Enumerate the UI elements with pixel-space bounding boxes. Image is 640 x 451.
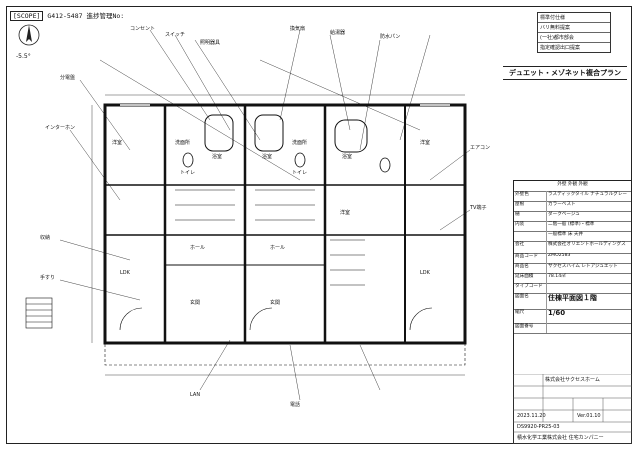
row-key: 外壁色 <box>514 191 547 201</box>
plan-title: デュエット・メゾネット複合プラン <box>503 66 627 80</box>
row-key: 商品コード <box>514 253 547 263</box>
title-block-header: 外壁 外観 外観 <box>514 181 631 192</box>
room-label: トイレ <box>292 170 308 176</box>
stamp-line: バリ無料提案 <box>538 23 610 33</box>
title-block-row: 会社株式会社オリエントホールディングス <box>514 241 631 254</box>
room-label: 洗面所 <box>175 140 191 146</box>
row-key: 図面番号 <box>514 323 547 333</box>
annotation-note: 給湯器 <box>330 30 346 36</box>
room-label: 洗面所 <box>292 140 308 146</box>
room-label: ホール <box>190 245 206 251</box>
room-label: 浴室 <box>262 154 273 160</box>
title-block-row: 樋ダークベージュ <box>514 211 631 222</box>
annotation-note: 照明器具 <box>200 40 221 46</box>
row-key: 縮尺 <box>514 309 547 323</box>
annotation-note: 電話 <box>290 402 301 408</box>
annotation-note: エアコン <box>470 145 491 151</box>
title-block-header-text: 外壁 外観 外観 <box>557 182 588 187</box>
stamp-line: 指定確認出口提案 <box>540 45 581 51</box>
drawing-number: G412-5487 <box>47 12 83 20</box>
room-label: 浴室 <box>342 154 353 160</box>
row-key: 商品名 <box>514 263 547 273</box>
title-block: 外壁 外観 外観 外壁色ラスティックタイル ナチュラルグレー 屋根カラーベスト … <box>513 180 632 444</box>
annotation-note: LAN <box>190 392 201 398</box>
row-key: 図面名 <box>514 293 547 309</box>
revision-table: 株式会社サクセスホーム 2023.11.20 Ver.01.10 DS9920-… <box>513 374 632 444</box>
row-value: 一般標準 床 天井 <box>548 232 584 237</box>
room-label: 玄関 <box>270 300 281 306</box>
row-value: ZMO2583 <box>548 253 571 258</box>
row-key: 樋 <box>514 211 547 221</box>
row-key: 内装 <box>514 221 547 231</box>
drawing-title: 住棟平面図１階 <box>548 294 597 302</box>
title-block-row: 図面名住棟平面図１階 <box>514 293 631 310</box>
annotation-note: 防水パン <box>380 34 401 40</box>
room-label: ホール <box>270 245 286 251</box>
row-value: ダークベージュ <box>548 212 580 217</box>
drawing-header: [SCOPE] G412-5487 進捗管理No: <box>10 10 125 21</box>
title-block-row: 外壁色ラスティックタイル ナチュラルグレー <box>514 191 631 202</box>
row-key: 会社 <box>514 241 547 253</box>
annotation-note: TV端子 <box>470 205 487 211</box>
drawing-scale: 1/60 <box>548 309 566 317</box>
row-key: 延床面積 <box>514 273 547 283</box>
row-key: 屋根 <box>514 201 547 211</box>
issue-date: 2023.11.20 <box>517 413 546 419</box>
row-key: タイプコード <box>514 283 547 293</box>
title-block-row: 一般標準 床 天井 <box>514 231 631 242</box>
management-label: 進捗管理No: <box>86 12 125 20</box>
title-block-row: 商品名サクセスハイム レトアジュエット <box>514 263 631 274</box>
north-angle-label: -5.5° <box>16 53 31 60</box>
room-label: トイレ <box>180 170 196 176</box>
title-block-row: 内装二階一般 (標準)・標準 <box>514 221 631 232</box>
room-label: LDK <box>120 270 130 276</box>
row-value: 二階一般 (標準)・標準 <box>548 222 595 227</box>
row-value: 株式会社オリエントホールディングス <box>548 242 626 247</box>
company-line: 株式会社サクセスホーム <box>545 377 600 383</box>
annotation-note: 収納 <box>40 235 51 241</box>
room-label: 洋室 <box>112 140 123 146</box>
version: Ver.01.10 <box>577 413 601 419</box>
stamp-box: 標準付仕様 バリ無料提案 (一社)都市部会 指定確認出口提案 <box>537 12 611 53</box>
row-value: カラーベスト <box>548 202 576 207</box>
row-key <box>514 231 547 241</box>
annotation-note: 分電盤 <box>60 75 76 81</box>
row-value: ラスティックタイル ナチュラルグレー <box>548 192 628 197</box>
outer-wall <box>103 103 467 345</box>
room-label: 洋室 <box>340 210 351 216</box>
document-code: DS9920-PR25-03 <box>517 424 560 430</box>
room-label: LDK <box>420 270 430 276</box>
north-arrow-icon <box>18 24 40 46</box>
title-block-row: タイプコード <box>514 283 631 294</box>
annotation-note: スイッチ <box>165 32 186 38</box>
annotation-note: インターホン <box>45 125 76 131</box>
annotation-note: コンセント <box>130 26 156 32</box>
room-label: 洋室 <box>420 140 431 146</box>
annotation-note: 手すり <box>40 275 56 281</box>
builder-name: 積水化学工業株式会社 住宅カンパニー <box>517 435 604 441</box>
title-block-row: 図面番号 <box>514 323 631 334</box>
stamp-line: 標準付仕様 <box>538 13 610 23</box>
stamp-line: (一社)都市部会 <box>538 33 610 43</box>
title-block-row: 屋根カラーベスト <box>514 201 631 212</box>
room-label: 玄関 <box>190 300 201 306</box>
annotation-note: 換気扇 <box>290 26 306 32</box>
revision-grid <box>513 374 632 444</box>
row-value: サクセスハイム レトアジュエット <box>548 264 618 269</box>
room-label: 浴室 <box>212 154 223 160</box>
scope-label: [SCOPE] <box>10 11 44 21</box>
row-value: 78.14㎡ <box>548 274 566 279</box>
